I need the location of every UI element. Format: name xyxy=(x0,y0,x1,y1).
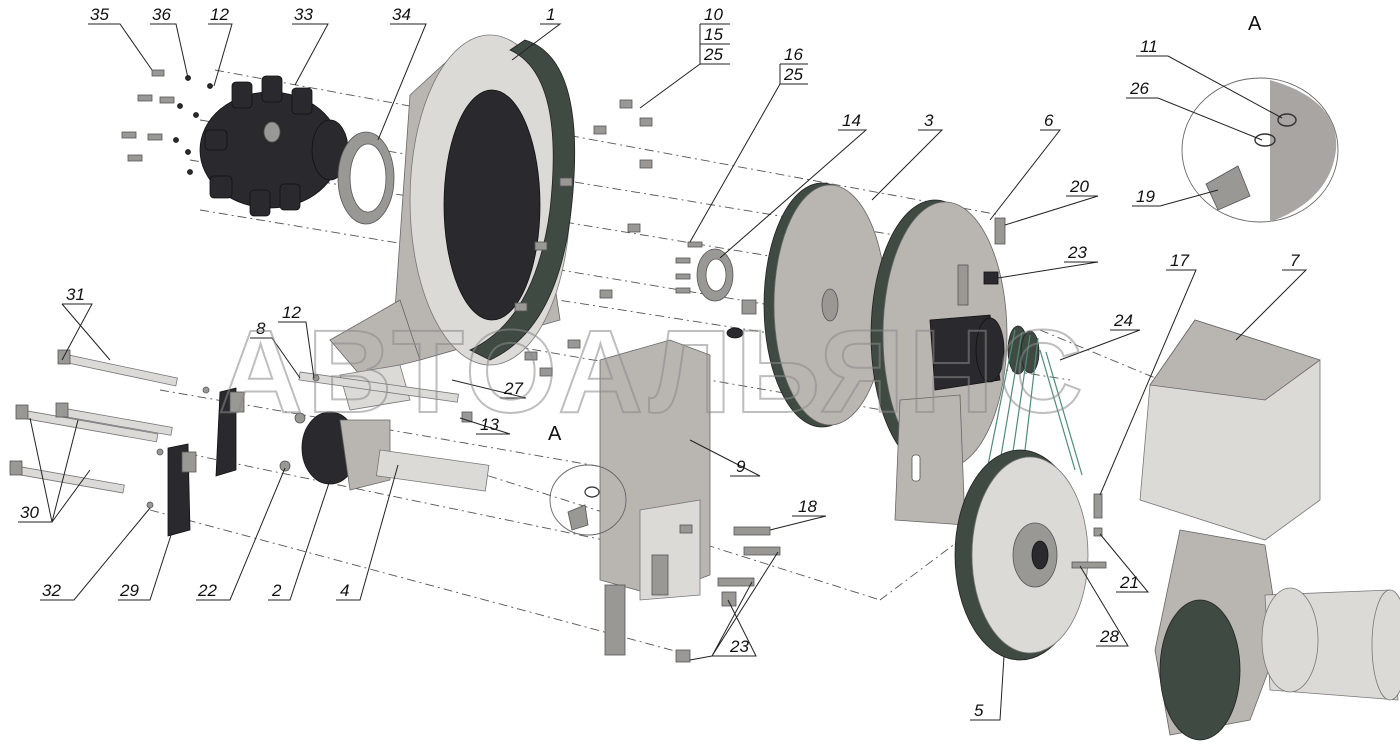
callout-6: 6 xyxy=(1044,111,1054,130)
housing-part-1 xyxy=(329,34,576,376)
callout-8: 8 xyxy=(256,319,266,338)
leader-lines xyxy=(18,23,1308,721)
detail-a-reference xyxy=(549,464,627,536)
callout-1: 1 xyxy=(546,5,555,24)
callout-2: 2 xyxy=(271,581,282,600)
callout-32: 32 xyxy=(42,581,61,600)
callout-24: 24 xyxy=(1113,311,1133,330)
callout-23: 23 xyxy=(1067,243,1087,262)
ring-part-14 xyxy=(675,241,757,339)
callout-labels: 35 36 12 33 34 1 10 15 25 16 25 14 3 6 2… xyxy=(20,5,1300,720)
pulley-part-5 xyxy=(954,449,1107,661)
callout-18: 18 xyxy=(798,497,817,516)
callout-4: 4 xyxy=(340,581,349,600)
shaft-assembly-2-4 xyxy=(279,364,490,492)
gasket-part-34 xyxy=(337,131,395,225)
callout-27: 27 xyxy=(503,379,523,398)
callout-30: 30 xyxy=(20,503,39,522)
callout-13: 13 xyxy=(480,415,499,434)
callout-33: 33 xyxy=(294,5,313,24)
callout-12: 12 xyxy=(210,5,229,24)
long-bolts-30-31 xyxy=(9,349,210,509)
bracket-part-9 xyxy=(599,339,711,656)
callout-14: 14 xyxy=(842,111,861,130)
rotor-part-33 xyxy=(199,75,349,217)
plate-part-6 xyxy=(870,199,1040,526)
callout-19: 19 xyxy=(1136,187,1155,206)
callout-20: 20 xyxy=(1069,177,1089,196)
callout-22: 22 xyxy=(197,581,217,600)
callout-36: 36 xyxy=(152,5,171,24)
callout-21: 21 xyxy=(1119,573,1139,592)
callout-34: 34 xyxy=(392,5,411,24)
stud-set xyxy=(514,99,653,377)
callout-29: 29 xyxy=(119,581,139,600)
callout-12: 12 xyxy=(282,303,301,322)
detail-a-reference-label: А xyxy=(548,423,562,445)
callout-7: 7 xyxy=(1290,251,1300,270)
belt-part-24 xyxy=(969,329,1083,581)
detail-a-view xyxy=(1181,77,1339,223)
callout-9: 9 xyxy=(736,457,746,476)
callout-11: 11 xyxy=(1140,37,1158,56)
callout-15: 15 xyxy=(704,25,723,44)
bolt-set-18 xyxy=(675,526,781,663)
small-bolt-set xyxy=(121,69,213,175)
callout-3: 3 xyxy=(924,111,934,130)
detail-a-title: А xyxy=(1248,13,1262,35)
watermark: АВТОАЛЬЯНС xyxy=(218,306,1087,438)
callout-5: 5 xyxy=(974,701,984,720)
callout-25: 25 xyxy=(703,45,723,64)
callout-10: 10 xyxy=(704,5,723,24)
callout-17: 17 xyxy=(1170,251,1189,270)
callout-31: 31 xyxy=(66,285,85,304)
callout-28: 28 xyxy=(1099,627,1119,646)
bolt-part-17 xyxy=(1093,493,1103,537)
disc-part-3 xyxy=(763,182,887,428)
clamps-29-8 xyxy=(167,387,245,537)
callout-16: 16 xyxy=(784,45,803,64)
callout-26: 26 xyxy=(1129,79,1149,98)
callout-35: 35 xyxy=(90,5,109,24)
cover-part-7 xyxy=(1139,319,1400,741)
callout-25: 25 xyxy=(783,65,803,84)
callout-23: 23 xyxy=(729,637,749,656)
